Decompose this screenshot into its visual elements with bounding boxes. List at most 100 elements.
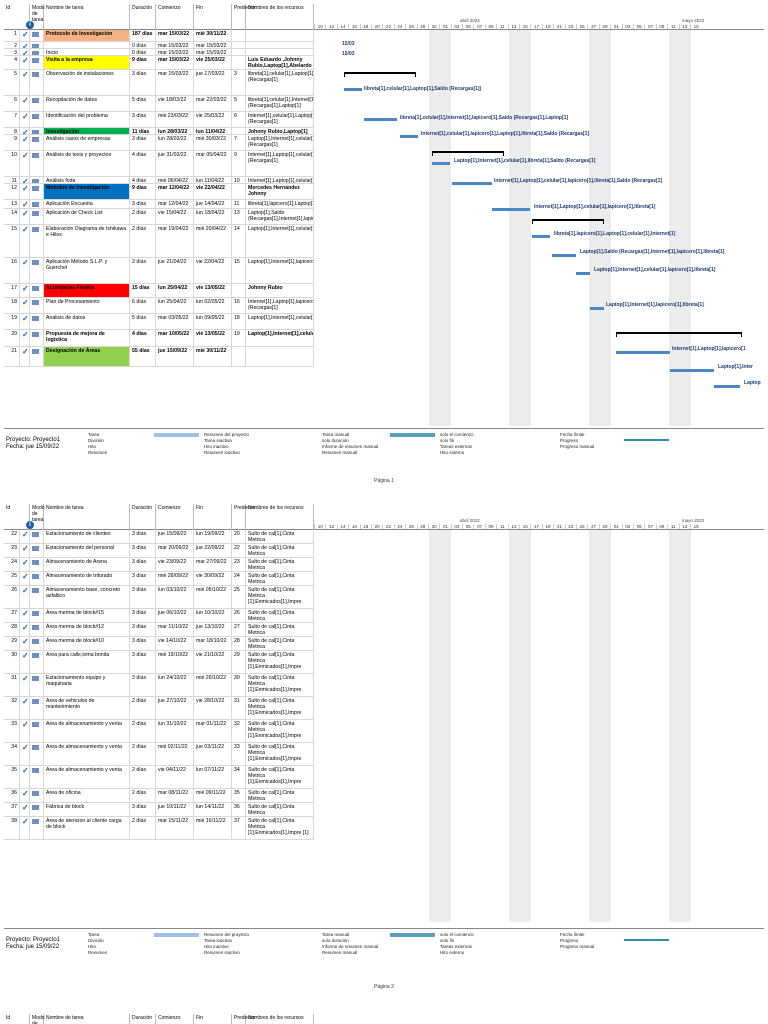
task-duration[interactable]: 4 días — [130, 177, 156, 183]
task-end[interactable]: lun 14/11/22 — [194, 803, 232, 816]
task-resources[interactable]: Internet[1],Laptop[1],celular[1],lapicer… — [246, 151, 314, 176]
task-end[interactable]: lun 02/05/22 — [194, 298, 232, 313]
task-resources[interactable]: Laptop[1],Internet[1],celular[1],libreta… — [248, 135, 314, 150]
task-end[interactable]: mar 18/10/22 — [194, 637, 232, 650]
task-name[interactable]: Area de almacenamiento y venta — [44, 720, 130, 742]
task-start[interactable]: jue 21/04/22 — [156, 258, 194, 283]
task-bar[interactable] — [670, 369, 714, 372]
task-resources[interactable]: libreta[1],celular[1],Internet[1],Saldo … — [248, 96, 314, 111]
task-start[interactable]: lun 28/03/22 — [156, 135, 194, 150]
task-bar[interactable] — [714, 385, 740, 388]
task-end[interactable]: jue 13/10/22 — [194, 623, 232, 636]
task-duration[interactable]: 2 días — [130, 789, 156, 802]
task-name[interactable]: Actividades Finales — [44, 284, 130, 297]
task-start[interactable]: vie 14/10/22 — [156, 637, 194, 650]
task-start[interactable]: mar 15/03/22 — [156, 49, 194, 55]
task-predecessor[interactable]: 15 — [232, 258, 246, 283]
row-id[interactable]: 20 — [4, 330, 20, 346]
task-resources[interactable] — [246, 347, 314, 366]
row-id[interactable]: 27 — [4, 609, 20, 622]
task-end[interactable]: mié 09/11/22 — [194, 789, 232, 802]
task-resources[interactable]: Laptop[1],Internet[1],celular[1],lapicer… — [246, 225, 314, 257]
task-name[interactable]: Aplicación Método S.L.P. y Guerchet — [44, 258, 130, 283]
task-duration[interactable]: 3 días — [130, 112, 156, 127]
row-id[interactable]: 2 — [4, 42, 20, 48]
task-start[interactable]: vie 04/11/22 — [156, 766, 194, 788]
task-end[interactable]: mar 01/11/22 — [194, 720, 232, 742]
task-duration[interactable]: 9 días — [130, 56, 156, 69]
row-id[interactable]: 17 — [4, 284, 20, 297]
task-predecessor[interactable] — [232, 347, 246, 366]
task-start[interactable]: mar 11/10/22 — [156, 623, 194, 636]
task-end[interactable]: mié 30/11/22 — [194, 347, 232, 366]
task-start[interactable]: mié 28/09/22 — [156, 572, 194, 585]
row-id[interactable]: 32 — [4, 697, 20, 719]
task-resources[interactable]: Sulto de cal[1],Cinta Metrica [1],Enmica… — [246, 720, 314, 742]
task-end[interactable]: vie 22/04/22 — [194, 258, 232, 283]
row-id[interactable]: 36 — [4, 789, 20, 802]
task-name[interactable]: Estacionamiento de clientes — [44, 530, 130, 543]
task-start[interactable]: mar 15/03/22 — [156, 70, 194, 95]
task-end[interactable]: jue 22/09/22 — [194, 544, 232, 557]
task-name[interactable]: Observación de instalaciones — [44, 70, 130, 95]
task-name[interactable]: Plan de Procesamiento — [44, 298, 130, 313]
row-id[interactable]: 14 — [4, 209, 20, 224]
task-resources[interactable]: Laptop[1],Internet[1],celular[1] — [246, 314, 314, 329]
task-end[interactable]: mar 15/03/22 — [194, 42, 232, 48]
col-mode[interactable]: Modo de tarea — [30, 504, 45, 530]
row-id[interactable]: 37 — [4, 803, 20, 816]
task-end[interactable]: vie 25/03/22 — [194, 56, 232, 69]
task-predecessor[interactable]: 30 — [232, 674, 246, 696]
row-id[interactable]: 22 — [4, 530, 20, 543]
task-predecessor[interactable]: 36 — [232, 803, 246, 816]
task-name[interactable]: Análisis de datos — [44, 314, 130, 329]
task-end[interactable]: lun 09/05/22 — [194, 314, 232, 329]
task-predecessor[interactable]: 16 — [232, 298, 246, 313]
task-predecessor[interactable]: 33 — [232, 743, 246, 765]
task-duration[interactable]: 2 días — [130, 720, 156, 742]
task-start[interactable]: mar 19/04/22 — [156, 225, 194, 257]
task-name[interactable]: Area de oficina — [44, 789, 130, 802]
task-end[interactable]: mié 05/10/22 — [194, 586, 232, 608]
task-resources[interactable] — [246, 42, 314, 48]
task-start[interactable]: mié 02/11/22 — [156, 743, 194, 765]
row-id[interactable]: 38 — [4, 817, 20, 839]
task-resources[interactable]: Johnny Rubio,Laptop[1] — [246, 128, 314, 134]
task-predecessor[interactable]: 20 — [232, 530, 246, 543]
task-name[interactable]: Area de almacenamiento y venta — [44, 743, 130, 765]
task-start[interactable]: mar 08/11/22 — [156, 789, 194, 802]
task-duration[interactable]: 3 días — [130, 558, 156, 571]
task-resources[interactable]: Sulto de cal[1],Cinta Metrica [1],Enmica… — [246, 674, 314, 696]
task-bar[interactable] — [344, 88, 362, 91]
col-mode[interactable]: Modo de tarea — [30, 4, 45, 30]
row-id[interactable]: 11 — [4, 177, 20, 183]
task-resources[interactable]: Sulto de cal[1],Cinta Metrica — [246, 572, 314, 585]
row-id[interactable]: 5 — [4, 70, 20, 95]
col-name[interactable]: Nombre de tarea — [44, 1014, 130, 1024]
task-predecessor[interactable]: 19 — [232, 330, 246, 346]
table-row[interactable]: 15✓Elaboración Diagrama de Ishikawa e Hi… — [4, 225, 314, 258]
task-name[interactable]: Almacenamiento base, concreto asfaltico — [44, 586, 130, 608]
task-end[interactable]: lun 11/04/22 — [194, 128, 232, 134]
row-id[interactable]: 18 — [4, 298, 20, 313]
col-pred[interactable]: Predeces — [232, 1014, 255, 1024]
task-duration[interactable]: 3 días — [130, 803, 156, 816]
task-predecessor[interactable]: 24 — [232, 572, 246, 585]
task-resources[interactable]: Sulto de cal[1],Cinta Metrica — [246, 789, 314, 802]
row-id[interactable]: 3 — [4, 49, 20, 55]
task-start[interactable]: mar 12/04/22 — [156, 200, 194, 208]
col-end[interactable]: Fin — [194, 4, 232, 30]
task-duration[interactable]: 9 días — [130, 184, 156, 199]
